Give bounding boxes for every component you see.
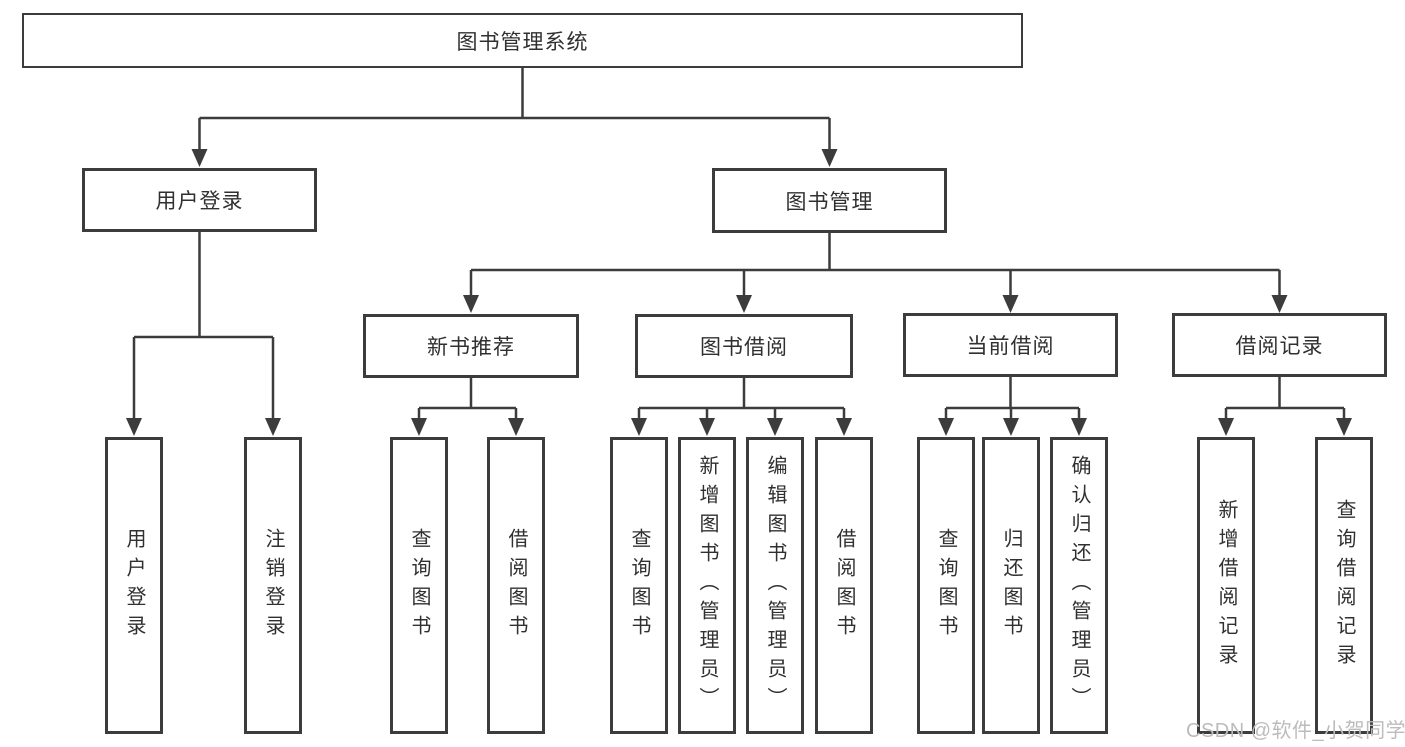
node-label: 查询图书: [935, 527, 957, 644]
node-label: 新增图书（管理员）: [696, 455, 718, 716]
node-label: 借阅图书: [833, 527, 855, 644]
csdn-watermark: CSDN @软件_小贺同学: [1186, 720, 1405, 742]
node-label: 借阅图书: [505, 527, 527, 644]
node-label: 查询图书: [408, 527, 430, 644]
leaf-bb-edit-books-admin: 编辑图书（管理员）: [746, 437, 804, 734]
node-book-borrowing: 图书借阅: [635, 314, 853, 378]
node-label: 图书管理: [785, 190, 874, 214]
node-label: 图书管理系统: [456, 30, 589, 54]
node-label: 查询图书: [628, 527, 650, 644]
node-label: 注销登录: [262, 527, 284, 644]
node-label: 当前借阅: [966, 335, 1055, 358]
node-label: 新增借阅记录: [1215, 498, 1237, 673]
leaf-cb-confirm-return-admin: 确认归还（管理员）: [1050, 437, 1108, 734]
wire-user-login: [132, 232, 275, 419]
node-label: 借阅记录: [1235, 335, 1324, 358]
leaf-logout: 注销登录: [244, 437, 302, 734]
leaf-nbr-query-books: 查询图书: [390, 437, 448, 734]
wire-root: [198, 68, 831, 150]
node-new-book-recommend: 新书推荐: [363, 314, 579, 378]
wire-new-book: [417, 378, 518, 419]
wire-book-management: [469, 233, 1281, 296]
node-label: 图书借阅: [700, 336, 788, 359]
leaf-br-query-record: 查询借阅记录: [1315, 437, 1373, 734]
node-library-system: 图书管理系统: [22, 13, 1023, 68]
leaf-bb-add-books-admin: 新增图书（管理员）: [678, 437, 736, 734]
node-label: 新书推荐: [427, 336, 515, 359]
wire-book-borrow: [637, 378, 846, 419]
leaf-bb-query-books: 查询图书: [610, 437, 668, 734]
leaf-user-login: 用户登录: [105, 437, 163, 734]
node-label: 用户登录: [155, 190, 244, 213]
leaf-br-add-record: 新增借阅记录: [1197, 437, 1255, 734]
node-label: 用户登录: [123, 527, 145, 644]
node-label: 归还图书: [1000, 527, 1022, 644]
node-borrowing-records: 借阅记录: [1172, 313, 1387, 377]
node-label: 确认归还（管理员）: [1068, 455, 1090, 716]
wire-current-borrow: [944, 377, 1081, 419]
node-user-login: 用户登录: [82, 168, 317, 232]
node-label: 查询借阅记录: [1333, 498, 1355, 673]
node-label: 编辑图书（管理员）: [764, 455, 786, 716]
node-book-management: 图书管理: [712, 168, 947, 233]
wire-borrow-records: [1224, 377, 1346, 419]
leaf-nbr-borrow-books: 借阅图书: [487, 437, 545, 734]
leaf-cb-return-books: 归还图书: [982, 437, 1040, 734]
leaf-cb-query-books: 查询图书: [917, 437, 975, 734]
leaf-bb-borrow-books: 借阅图书: [815, 437, 873, 734]
node-current-borrowing: 当前借阅: [903, 313, 1118, 377]
